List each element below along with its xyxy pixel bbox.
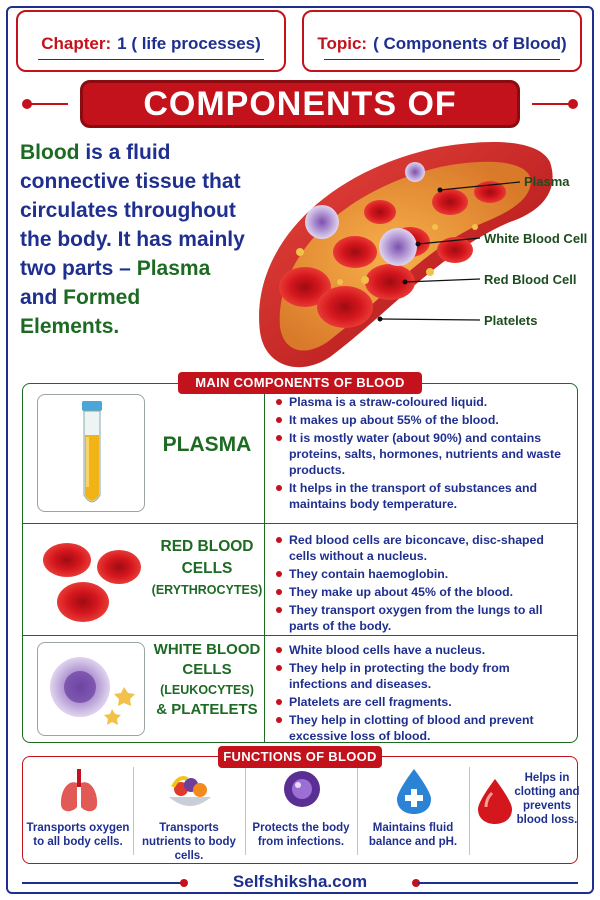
rbc-point: They transport oxygen from the lungs to …: [273, 602, 569, 634]
function-item-balance: Maintains fluid balance and pH.: [358, 767, 468, 859]
plasma-points: Plasma is a straw-coloured liquid. It ma…: [273, 394, 569, 514]
plasma-point: It is mostly water (about 90%) and conta…: [273, 430, 569, 478]
fruit-bowl-icon: [169, 776, 211, 806]
title-dot-right: [568, 99, 578, 109]
title-rule-right: [532, 103, 572, 105]
title-rule-left: [28, 103, 68, 105]
chapter-value: 1 ( life processes): [117, 34, 261, 53]
function-item-clotting: Helps in clotting and prevents blood los…: [470, 767, 580, 859]
functions-panel: Transports oxygen to all body cells. Tra…: [22, 756, 580, 864]
functions-heading: FUNCTIONS OF BLOOD: [218, 746, 382, 768]
blood-drop-icon: [478, 779, 512, 824]
wbc-image: [37, 642, 145, 736]
function-text: Protects the body from infections.: [252, 822, 350, 848]
plasma-point: Plasma is a straw-coloured liquid.: [273, 394, 569, 410]
function-item-protect: Protects the body from infections.: [246, 767, 356, 859]
intro-text-1: is a fluid connective tissue that circul…: [20, 141, 245, 280]
component-row-rbc: RED BLOOD CELLS (ERYTHROCYTES) Red blood…: [23, 524, 577, 636]
function-item-nutrients: Transports nutrients to body cells.: [134, 767, 244, 862]
blood-vessel-icon: [259, 142, 553, 368]
white-blood-cell-icon: [50, 657, 135, 725]
blood-vessel-illustration: Plasma White Blood Cell Red Blood Cell P…: [240, 132, 600, 372]
topic-underline: [324, 59, 560, 60]
wbc-point: They help in protecting the body from in…: [273, 660, 569, 692]
main-components-table: PLASMA Plasma is a straw-coloured liquid…: [22, 383, 578, 743]
page-frame: [6, 6, 594, 894]
intro-word-blood: Blood: [20, 141, 80, 164]
chapter-box: Chapter: 1 ( life processes): [16, 10, 286, 72]
function-text: Transports nutrients to body cells.: [142, 822, 236, 862]
component-name-wbc: WHITE BLOOD CELLS (LEUKOCYTES) & PLATELE…: [153, 641, 261, 718]
wbc-point: White blood cells have a nucleus.: [273, 642, 569, 658]
plasma-tube-image: [37, 394, 145, 512]
label-white-blood-cell: White Blood Cell: [484, 231, 588, 246]
footer-site-link[interactable]: Selfshiksha.com: [232, 872, 368, 891]
topic-value: ( Components of Blood): [373, 34, 567, 53]
title-dot-left: [22, 99, 32, 109]
wbc-point: They help in clotting of blood and preve…: [273, 712, 569, 744]
chapter-label: Chapter:: [41, 34, 112, 53]
function-text: Transports oxygen to all body cells.: [26, 822, 130, 848]
intro-text: Blood is a fluid connective tissue that …: [20, 138, 245, 341]
intro-word-plasma: Plasma: [136, 257, 211, 280]
function-item-oxygen: Transports oxygen to all body cells.: [23, 767, 133, 859]
rbc-point: Red blood cells are biconcave, disc-shap…: [273, 532, 569, 564]
label-platelets: Platelets: [484, 313, 538, 328]
topic-box: Topic: ( Components of Blood): [302, 10, 582, 72]
lungs-icon: [60, 769, 98, 812]
page-title: COMPONENTS OF BLOOD: [80, 80, 520, 165]
plasma-point: It helps in the transport of substances …: [273, 480, 569, 512]
component-name-rbc: RED BLOOD CELLS (ERYTHROCYTES): [151, 538, 263, 597]
shield-cell-icon: [284, 771, 320, 807]
rbc-point: They contain haemoglobin.: [273, 566, 569, 582]
red-blood-cells-icon: [43, 543, 141, 622]
chapter-underline: [38, 59, 264, 60]
test-tube-icon: [82, 401, 102, 503]
label-plasma: Plasma: [524, 174, 570, 189]
topic-label: Topic:: [317, 34, 368, 53]
main-components-heading: MAIN COMPONENTS OF BLOOD: [178, 372, 422, 394]
rbc-image: [37, 532, 145, 628]
plasma-point: It makes up about 55% of the blood.: [273, 412, 569, 428]
water-drop-plus-icon: [397, 769, 431, 814]
rbc-points: Red blood cells are biconcave, disc-shap…: [273, 532, 569, 636]
component-row-wbc: WHITE BLOOD CELLS (LEUKOCYTES) & PLATELE…: [23, 636, 577, 743]
rbc-point: They make up about 45% of the blood.: [273, 584, 569, 600]
component-row-plasma: PLASMA Plasma is a straw-coloured liquid…: [23, 384, 577, 524]
wbc-points: White blood cells have a nucleus. They h…: [273, 642, 569, 746]
intro-word-formed: Formed Elements.: [20, 286, 141, 338]
function-text: Maintains fluid balance and pH.: [368, 822, 458, 848]
footer: Selfshiksha.com: [0, 872, 600, 894]
title-area: COMPONENTS OF BLOOD: [0, 80, 600, 165]
function-text: Helps in clotting and prevents blood los…: [514, 772, 580, 826]
intro-text-2: and: [20, 286, 64, 309]
wbc-point: Platelets are cell fragments.: [273, 694, 569, 710]
label-red-blood-cell: Red Blood Cell: [484, 272, 577, 287]
component-name-plasma: PLASMA: [162, 433, 252, 456]
